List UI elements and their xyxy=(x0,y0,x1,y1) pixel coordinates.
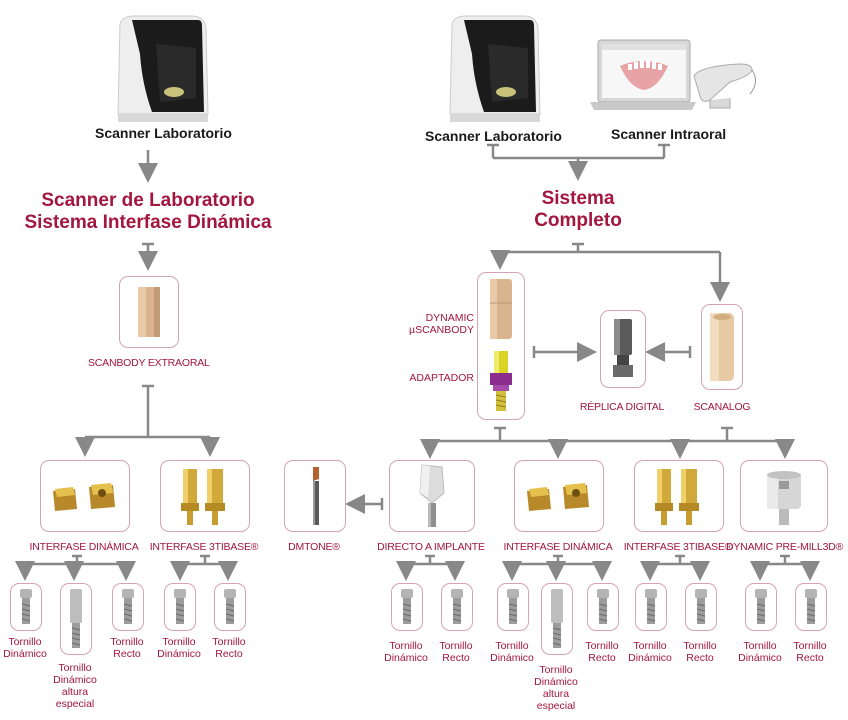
scanbody-extraoral-box xyxy=(119,276,179,348)
right-id-tornillo-recto-label: Tornillo Recto xyxy=(585,640,619,664)
interfase-dinamica-icon xyxy=(523,479,595,520)
dynamic-premill-label: DYNAMIC PRE-MILL3D® xyxy=(726,541,844,553)
left-3ti-tornillo-dinamico-label: Tornillo Dinámico xyxy=(157,636,201,660)
directo-implante-icon xyxy=(414,463,450,534)
right-interfase-3tibase-box xyxy=(634,460,724,532)
intraoral-wand-icon xyxy=(690,52,760,117)
replica-icon xyxy=(611,317,635,386)
replica-digital-box xyxy=(600,310,646,388)
screw-icon xyxy=(19,588,33,631)
screw-icon xyxy=(694,588,708,631)
directo-tornillo-dinamico-label: Tornillo Dinámico xyxy=(384,640,428,664)
interfase-3tibase-icon xyxy=(653,467,705,532)
right-3ti-tornillo-recto-label: Tornillo Recto xyxy=(683,640,717,664)
left-3ti-screw-dinamico-box xyxy=(164,583,196,631)
dynamic-scanbody-box xyxy=(477,272,525,420)
scanalog-box xyxy=(701,304,743,390)
right-id-tornillo-dinamico-label: Tornillo Dinámico xyxy=(490,640,534,664)
right-id-tornillo-altura-label: Tornillo Dinámico altura especial xyxy=(534,664,578,712)
directo-implante-box xyxy=(389,460,475,532)
premill-tornillo-recto-label: Tornillo Recto xyxy=(793,640,827,664)
premill-tornillo-dinamico-label: Tornillo Dinámico xyxy=(738,640,782,664)
left-tornillo-altura-label: Tornillo Dinámico altura especial xyxy=(53,662,97,710)
dynamic-scanbody-line1: DYNAMIC xyxy=(425,312,474,324)
premill-screw-dinamico-box xyxy=(745,583,777,631)
right-interfase-3tibase-label: INTERFASE 3TIBASE® xyxy=(623,541,733,553)
right-interfase-dinamica-box xyxy=(514,460,604,532)
scanbody-extraoral-label: SCANBODY EXTRAORAL xyxy=(88,357,210,369)
right-3ti-screw-dinamico-box xyxy=(635,583,667,631)
left-scanner-label: Scanner Laboratorio xyxy=(95,125,232,141)
left-interfase-3tibase-box xyxy=(160,460,250,532)
scanalog-icon xyxy=(708,311,736,388)
lab-scanner-icon xyxy=(112,14,212,129)
right-scanner-intraoral-label: Scanner Intraoral xyxy=(611,126,727,142)
screw-icon xyxy=(644,588,658,631)
left-screw-altura-box xyxy=(60,583,92,655)
directo-tornillo-recto-label: Tornillo Recto xyxy=(439,640,473,664)
right-title: Sistema Completo xyxy=(506,188,650,232)
screw-icon xyxy=(223,588,237,631)
right-3ti-screw-recto-box xyxy=(685,583,717,631)
dynamic-premill-box xyxy=(740,460,828,532)
left-title-line1: Scanner de Laboratorio xyxy=(41,190,255,211)
left-interfase-3tibase-label: INTERFASE 3TIBASE® xyxy=(149,541,259,553)
right-3ti-tornillo-dinamico-label: Tornillo Dinámico xyxy=(628,640,672,664)
premill-screw-recto-box xyxy=(795,583,827,631)
screw-icon xyxy=(754,588,768,631)
screw-long-icon xyxy=(550,588,564,655)
screw-icon xyxy=(400,588,414,631)
directo-screw-recto-box xyxy=(441,583,473,631)
right-interfase-dinamica-label: INTERFASE DINÁMICA xyxy=(503,541,613,553)
left-screw-recto-box xyxy=(112,583,144,631)
screw-icon xyxy=(173,588,187,631)
adaptador-label: ADAPTADOR xyxy=(409,372,474,384)
interfase-dinamica-icon xyxy=(49,479,121,520)
right-id-screw-altura-box xyxy=(541,583,573,655)
left-interfase-dinamica-box xyxy=(40,460,130,532)
scanbody-icon xyxy=(136,285,162,344)
screw-icon xyxy=(804,588,818,631)
lab-scanner-icon xyxy=(444,14,544,129)
left-3ti-tornillo-recto-label: Tornillo Recto xyxy=(212,636,246,660)
left-tornillo-recto-label: Tornillo Recto xyxy=(110,636,144,660)
left-title: Scanner de Laboratorio Sistema Interfase… xyxy=(20,190,276,234)
scanalog-label: SCANALOG xyxy=(693,401,751,413)
laptop-icon xyxy=(588,38,698,123)
premill-icon xyxy=(765,469,803,532)
screw-icon xyxy=(121,588,135,631)
dmtone-icon xyxy=(305,465,327,532)
left-3ti-screw-recto-box xyxy=(214,583,246,631)
left-title-line2: Sistema Interfase Dinámica xyxy=(24,212,272,233)
right-id-screw-dinamico-box xyxy=(497,583,529,631)
scanbody-icon xyxy=(487,277,515,346)
right-id-screw-recto-box xyxy=(587,583,619,631)
screw-icon xyxy=(450,588,464,631)
adaptador-icon xyxy=(488,349,514,420)
right-title-line1: Sistema xyxy=(541,188,615,209)
left-screw-dinamico-box xyxy=(10,583,42,631)
directo-screw-dinamico-box xyxy=(391,583,423,631)
screw-icon xyxy=(596,588,610,631)
screw-long-icon xyxy=(69,588,83,655)
interfase-3tibase-icon xyxy=(179,467,231,532)
dmtone-label: DMTONE® xyxy=(288,541,340,553)
replica-digital-label: RÉPLICA DIGITAL xyxy=(579,401,665,413)
dynamic-scanbody-label: DYNAMIC µSCANBODY xyxy=(406,312,474,336)
dynamic-scanbody-line2: µSCANBODY xyxy=(409,324,474,336)
left-tornillo-dinamico-label: Tornillo Dinámico xyxy=(3,636,47,660)
right-scanner-lab-label: Scanner Laboratorio xyxy=(425,128,562,144)
dmtone-box xyxy=(284,460,346,532)
directo-implante-label: DIRECTO A IMPLANTE xyxy=(377,541,485,553)
right-title-line2: Completo xyxy=(534,210,622,231)
screw-icon xyxy=(506,588,520,631)
left-interfase-dinamica-label: INTERFASE DINÁMICA xyxy=(29,541,139,553)
